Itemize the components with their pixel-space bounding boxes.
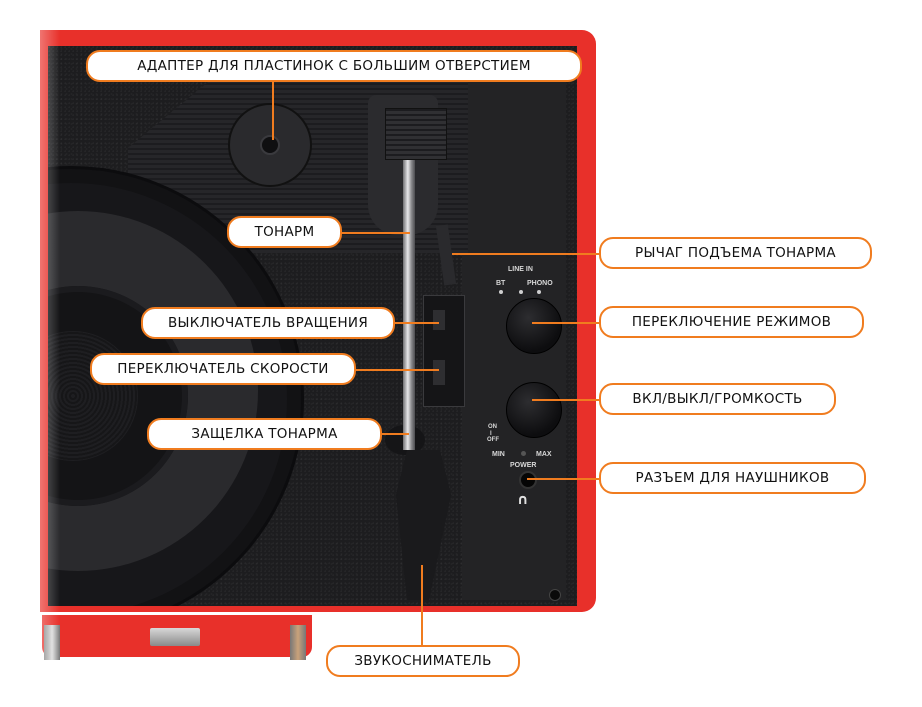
power-on-label: ON <box>488 424 497 430</box>
headphone-jack[interactable] <box>519 471 537 489</box>
speed-switch[interactable] <box>433 360 445 385</box>
leader-cartridge <box>421 565 423 650</box>
callout-rotation-switch: ВЫКЛЮЧАТЕЛЬ ВРАЩЕНИЯ <box>141 307 395 339</box>
callout-cartridge: ЗВУКОСНИМАТЕЛЬ <box>326 645 520 677</box>
rotation-switch[interactable] <box>433 310 445 330</box>
callout-power-volume: ВКЛ/ВЫКЛ/ГРОМКОСТЬ <box>599 383 836 415</box>
callout-tonearm-clip: ЗАЩЕЛКА ТОНАРМА <box>147 418 382 450</box>
volume-min-label: MIN <box>492 451 505 458</box>
callout-adapter: АДАПТЕР ДЛЯ ПЛАСТИНОК С БОЛЬШИМ ОТВЕРСТИ… <box>86 50 582 82</box>
callout-headphone-jack: РАЗЪЕМ ДЛЯ НАУШНИКОВ <box>599 462 866 494</box>
leader-tonearm-clip <box>381 433 409 435</box>
leader-speed-switch <box>354 369 439 371</box>
mode-bt-dot <box>499 290 503 294</box>
screw <box>549 589 561 601</box>
leader-lift-lever <box>452 253 600 255</box>
callout-tonearm: ТОНАРМ <box>227 216 342 248</box>
leader-headphone-jack <box>527 478 600 480</box>
leader-power-volume <box>532 399 600 401</box>
callout-lift-lever: РЫЧАГ ПОДЪЕМА ТОНАРМА <box>599 237 872 269</box>
tonearm[interactable] <box>403 160 415 450</box>
mode-line-in-dot <box>519 290 523 294</box>
mode-phono-label: PHONO <box>527 280 553 287</box>
case-latch <box>150 628 200 646</box>
mode-line-in-label: LINE IN <box>508 266 533 273</box>
leader-tonearm <box>340 232 410 234</box>
hinge-right <box>290 625 306 660</box>
headphone-icon: ∩ <box>517 492 529 508</box>
mode-knob[interactable] <box>506 298 562 354</box>
power-volume-knob[interactable] <box>506 382 562 438</box>
mode-bt-label: BT <box>496 280 506 287</box>
volume-max-label: MAX <box>536 451 552 458</box>
power-sep-label: I <box>490 431 492 437</box>
record-adapter-center <box>260 135 280 155</box>
power-off-label: OFF <box>487 437 499 443</box>
tonearm-counterweight <box>385 108 447 160</box>
power-led <box>521 451 526 456</box>
leader-rotation-switch <box>394 322 439 324</box>
power-label: POWER <box>510 462 537 469</box>
callout-speed-switch: ПЕРЕКЛЮЧАТЕЛЬ СКОРОСТИ <box>90 353 356 385</box>
left-fade <box>0 0 60 707</box>
callout-mode-switch: ПЕРЕКЛЮЧЕНИЕ РЕЖИМОВ <box>599 306 864 338</box>
leader-mode-switch <box>532 322 600 324</box>
mode-phono-dot <box>537 290 541 294</box>
leader-adapter <box>272 80 274 140</box>
